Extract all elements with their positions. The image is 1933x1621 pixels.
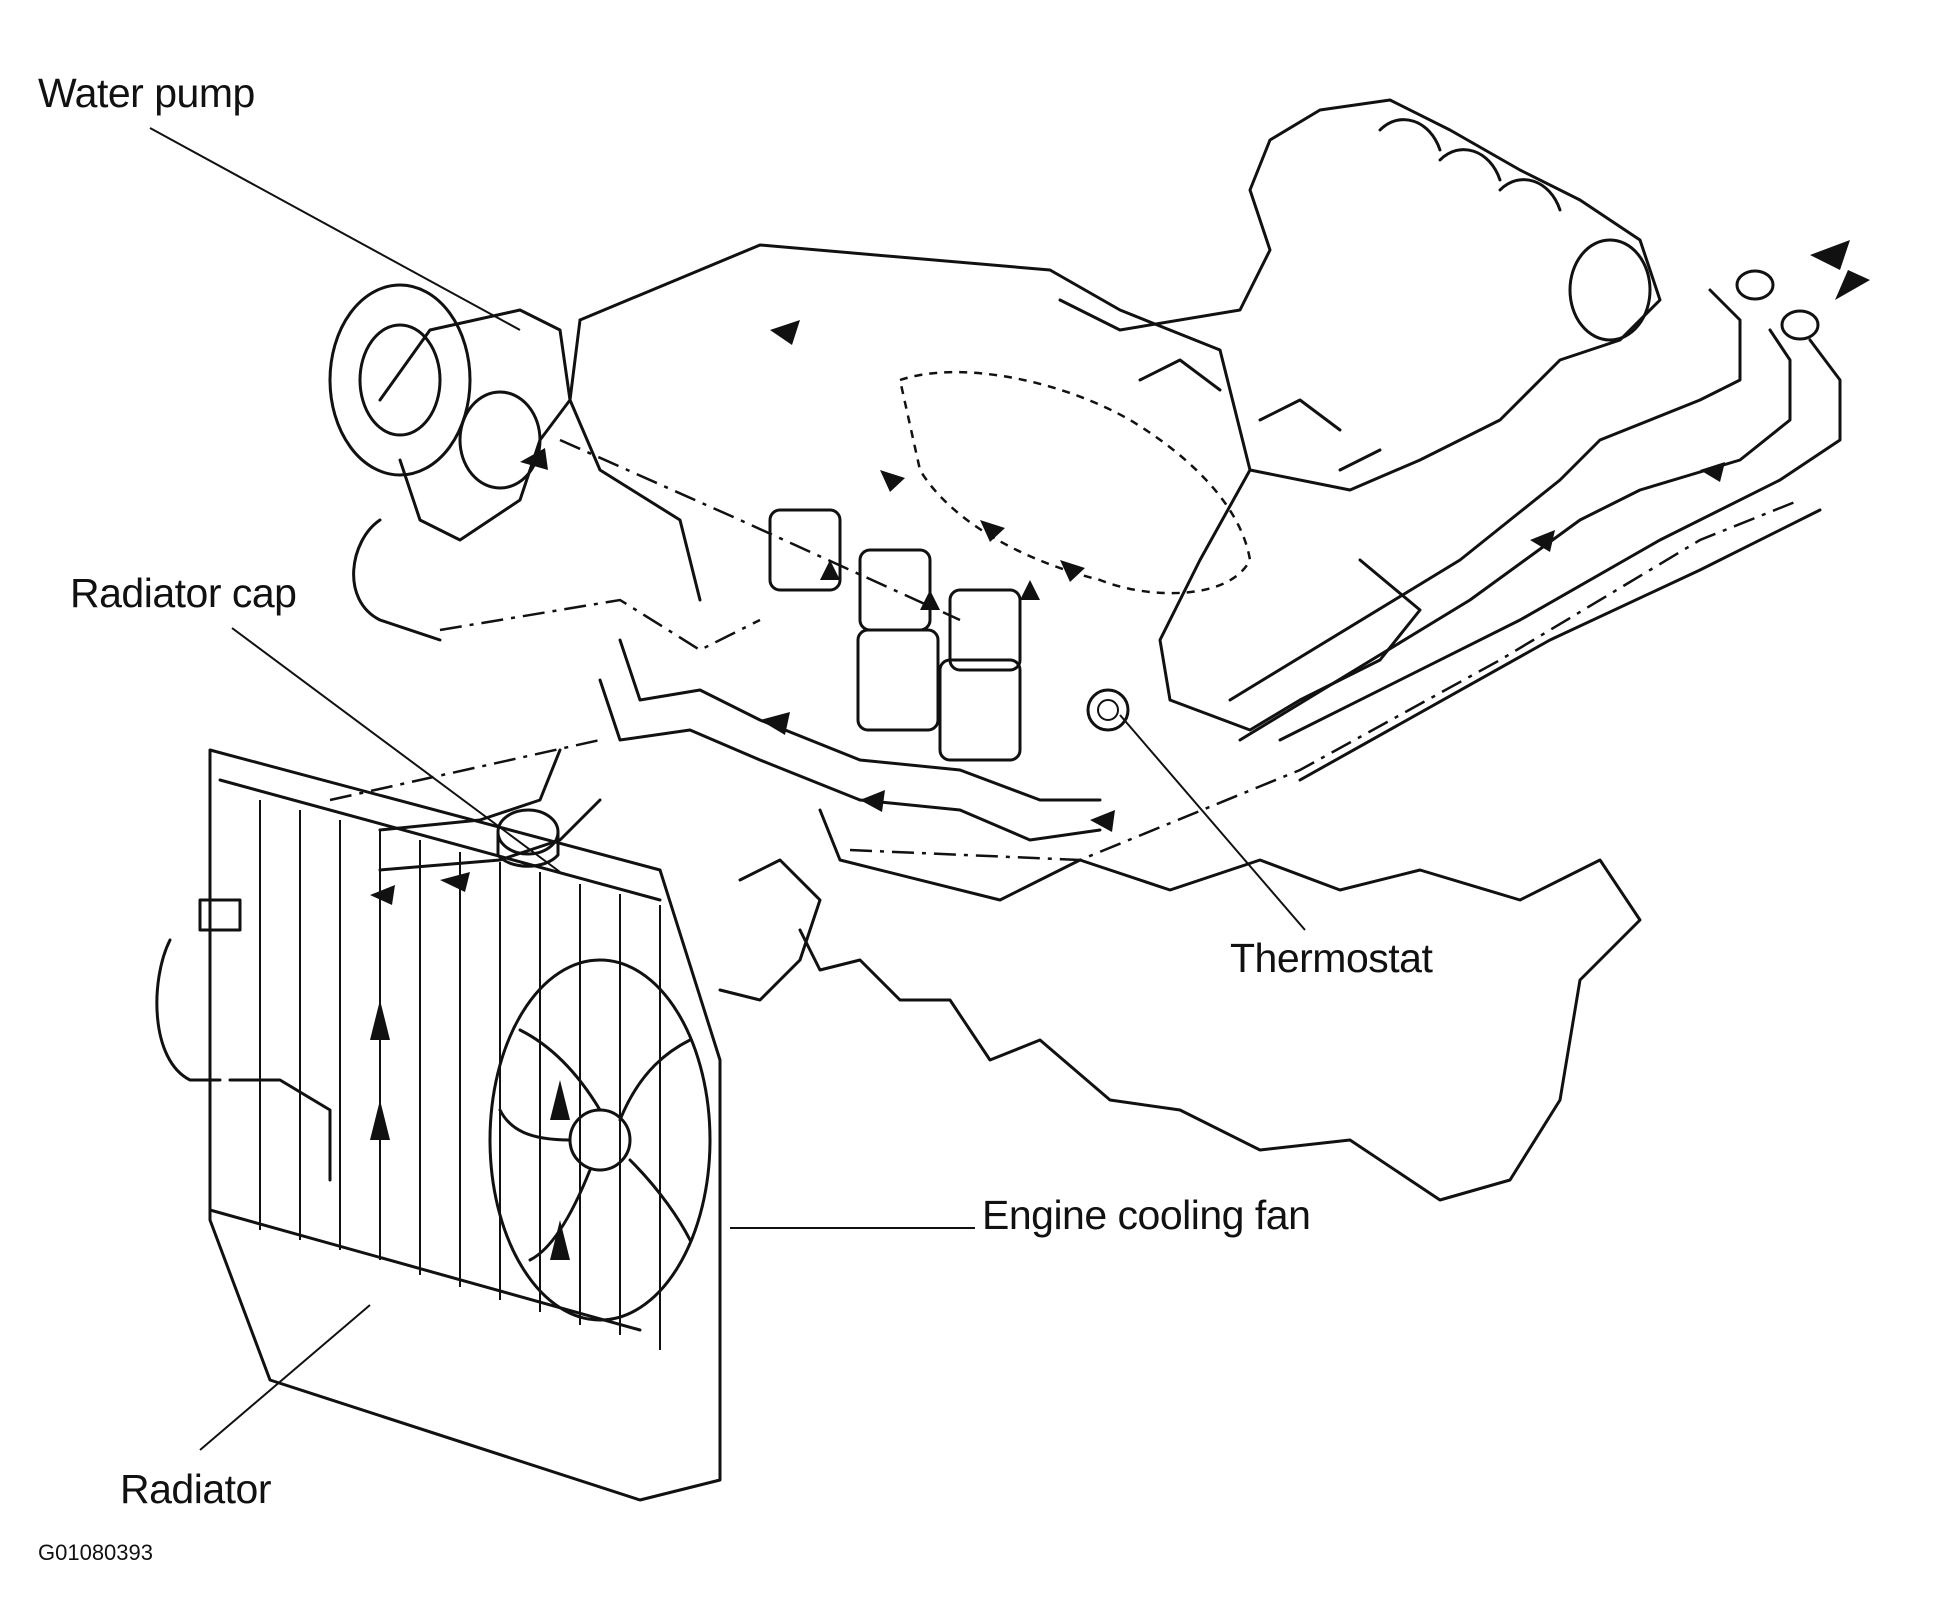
- leader-lines: [149, 127, 1306, 1451]
- radiator: [155, 748, 722, 1502]
- water-pump-label: Water pump: [38, 70, 255, 116]
- throttle-body: [1568, 238, 1652, 342]
- figure-code: G01080393: [38, 1540, 153, 1565]
- engine-block: [568, 243, 1642, 1202]
- radiator-bracket: [198, 898, 242, 932]
- water-pump: [328, 283, 572, 642]
- thermostat-leader-line: [1119, 714, 1306, 931]
- radiator-cap-label: Radiator cap: [70, 570, 297, 616]
- water-pump-pulley: [328, 283, 472, 477]
- heater-hoses: [1228, 240, 1870, 782]
- radiator-cap-leader-line: [231, 627, 561, 873]
- engine-cooling-fan: [488, 958, 712, 1322]
- coolant-flow-path: [329, 438, 1801, 862]
- radiator-label: Radiator: [120, 1466, 271, 1512]
- piston-5: [948, 588, 1022, 672]
- radiator-leader-line: [199, 1304, 371, 1451]
- thermostat-label: Thermostat: [1230, 935, 1433, 981]
- cylinder-head-passage: [898, 370, 1252, 595]
- hose-fitting-upper: [1735, 269, 1775, 301]
- piston-3: [768, 508, 842, 592]
- radiator-hoses: [378, 638, 1102, 1002]
- intake-manifold: [1058, 98, 1662, 492]
- piston-2: [938, 658, 1022, 762]
- flow-arrows: [370, 320, 1725, 905]
- engine-cooling-fan-label: Engine cooling fan: [982, 1192, 1311, 1238]
- thermostat: [1086, 688, 1130, 732]
- piston-1: [856, 628, 940, 732]
- water-pump-leader-line: [149, 127, 521, 331]
- hose-fitting-lower: [1780, 309, 1820, 341]
